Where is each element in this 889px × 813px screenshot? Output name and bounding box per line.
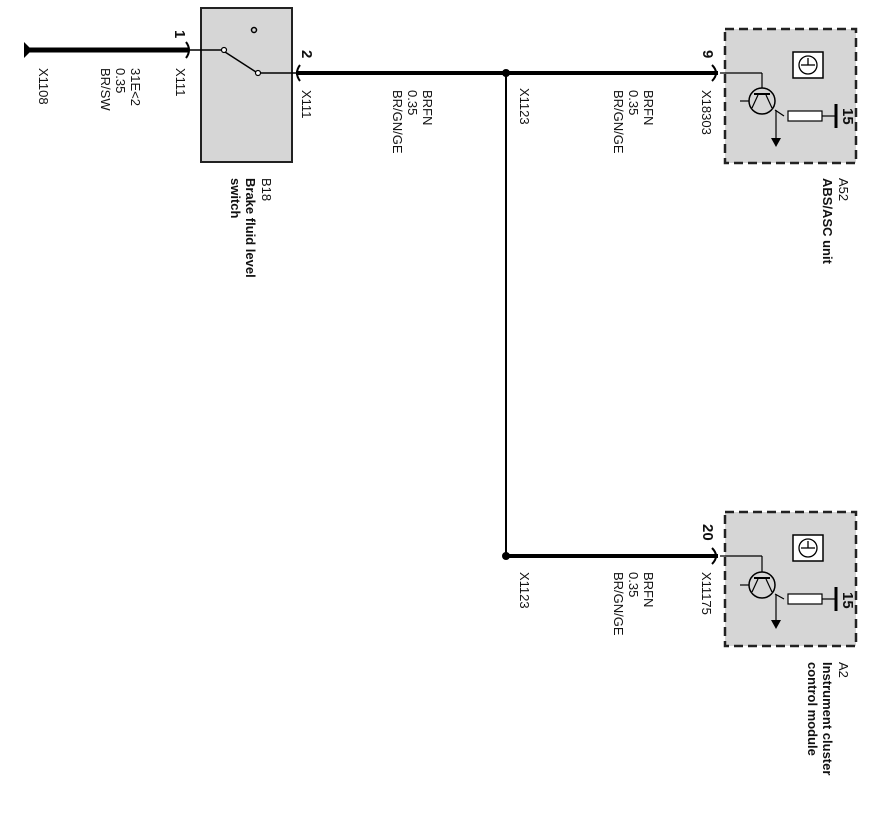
switch-blade: [224, 51, 257, 73]
pin-a2-15: 15: [839, 592, 856, 609]
wire3-color: BR/GN/GE: [611, 572, 626, 636]
splice-dot-top: [502, 69, 510, 77]
a2-collector-line: [774, 593, 785, 600]
label-x111-left: X111: [173, 68, 188, 96]
connector-x111-left: [185, 41, 190, 59]
switch-contact-1: [220, 46, 228, 54]
pin-a52-9: 9: [699, 50, 716, 58]
a52-id: A52: [836, 178, 851, 201]
b18-id: B18: [259, 178, 274, 201]
pin-a52-15: 15: [839, 108, 856, 125]
b18-box: [200, 7, 293, 163]
connector-x18303: [711, 64, 717, 82]
wire2-func: BRFN: [641, 90, 656, 125]
pin-a2-20: 20: [699, 524, 716, 541]
ground-wire-color: BR/SW: [98, 68, 113, 111]
a2-name-line1: Instrument cluster: [820, 662, 835, 775]
a2-box: [723, 510, 858, 648]
wire1-color: BR/GN/GE: [390, 90, 405, 154]
a2-name-line2: control module: [805, 662, 820, 756]
float-indicator: [250, 26, 258, 34]
a52-transistor-leg2: [765, 94, 773, 109]
a2-ground-arrow: [771, 620, 781, 629]
a2-symbol-circle: [798, 538, 818, 558]
ground-terminal: [24, 42, 32, 58]
a52-ground-arrow: [771, 138, 781, 147]
label-x11175: X11175: [699, 572, 714, 615]
label-x1108: X1108: [36, 68, 51, 105]
a52-transistor-leg1: [751, 94, 759, 109]
a2-transistor-leg2: [765, 578, 773, 593]
label-x1123-bottom: X1123: [517, 572, 532, 609]
connector-x111-right: [296, 64, 301, 82]
a52-symbol-circle: [798, 55, 818, 75]
a2-id: A2: [836, 662, 851, 678]
wire1-size: 0.35: [405, 90, 420, 115]
ground-wire-size: 0.35: [113, 68, 128, 93]
switch-contact-2: [254, 69, 262, 77]
label-x1123-top: X1123: [517, 88, 532, 125]
a52-resistor: [787, 110, 823, 122]
b18-name-line1: Brake fluid level: [243, 178, 258, 278]
b18-name-line2: switch: [228, 178, 243, 219]
wire3-func: BRFN: [641, 572, 656, 607]
pin-b18-1: 1: [171, 30, 188, 38]
connector-x11175: [711, 547, 717, 565]
a52-collector-line: [774, 109, 785, 117]
wire2-size: 0.35: [626, 90, 641, 115]
pin-b18-2: 2: [298, 50, 315, 58]
wire2-color: BR/GN/GE: [611, 90, 626, 154]
label-x18303: X18303: [699, 90, 714, 135]
a2-transistor-leg1: [751, 578, 759, 593]
label-x111-right: X111: [299, 90, 314, 118]
wire3-size: 0.35: [626, 572, 641, 597]
a52-box: [723, 27, 858, 165]
a2-resistor: [787, 593, 823, 605]
ground-wire-ref: 31E<2: [128, 68, 143, 106]
a52-name: ABS/ASC unit: [820, 178, 835, 265]
wire1-func: BRFN: [420, 90, 435, 125]
